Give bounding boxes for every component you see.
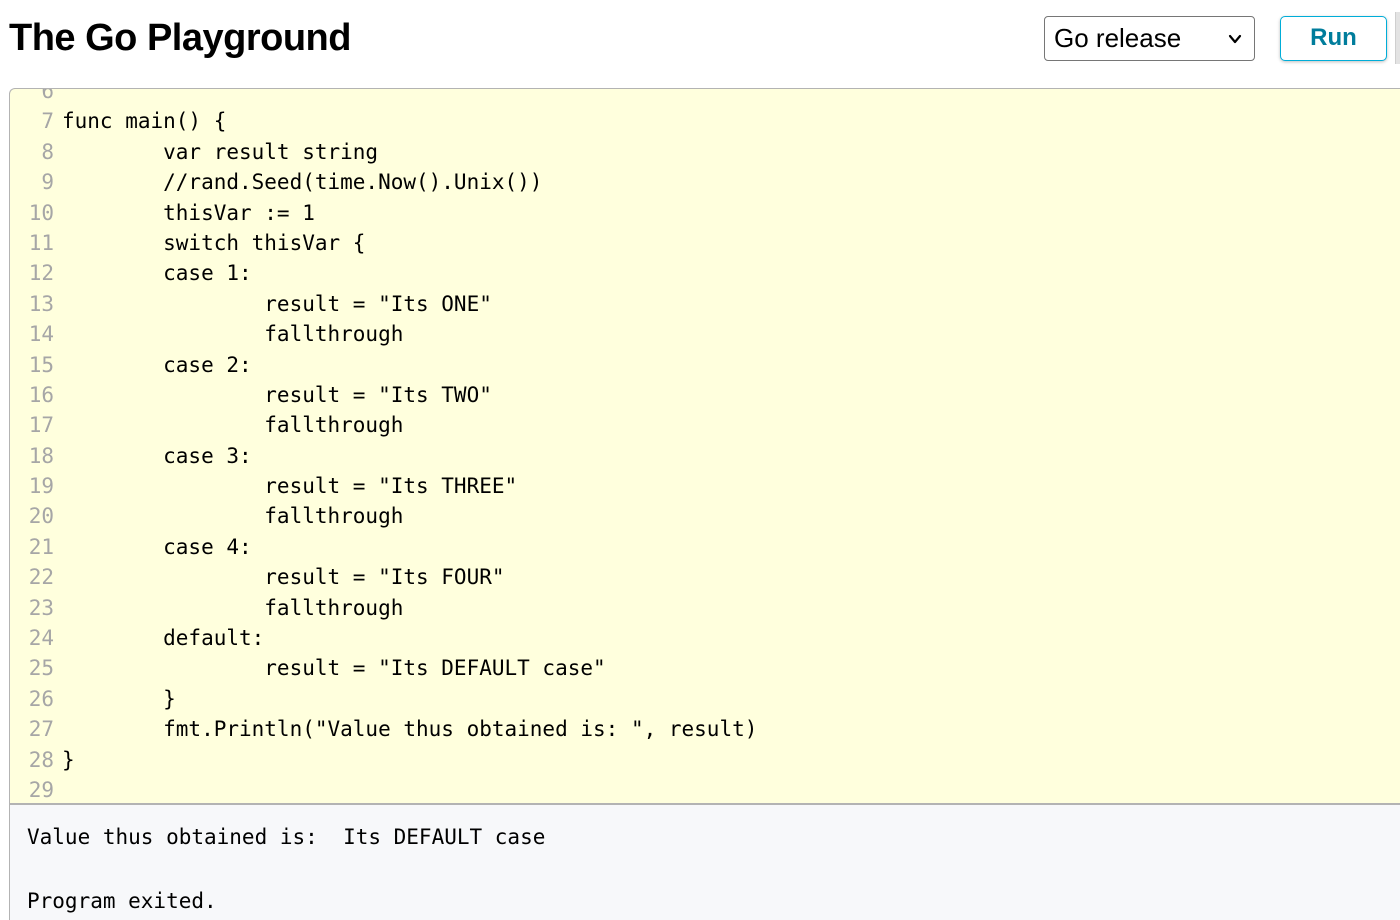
line-number: 7 bbox=[41, 109, 54, 134]
code-text: case 3: bbox=[62, 443, 252, 468]
code-text: fallthrough bbox=[62, 322, 404, 347]
line-number: 18 bbox=[28, 443, 54, 468]
code-line[interactable]: 13 result = "Its ONE" bbox=[10, 289, 757, 319]
code-line[interactable]: 26 } bbox=[10, 684, 757, 714]
code-text: fallthrough bbox=[62, 413, 404, 438]
line-number: 25 bbox=[28, 656, 54, 681]
code-line[interactable]: 14 fallthrough bbox=[10, 319, 757, 349]
code-text: result = "Its TWO" bbox=[62, 382, 492, 407]
run-button[interactable]: Run bbox=[1280, 16, 1387, 61]
code-line[interactable]: 8 var result string bbox=[10, 137, 757, 167]
code-line[interactable]: 11 switch thisVar { bbox=[10, 228, 757, 258]
code-line[interactable]: 19 result = "Its THREE" bbox=[10, 471, 757, 501]
line-number: 28 bbox=[28, 747, 54, 772]
output-panel: Value thus obtained is: Its DEFAULT case… bbox=[9, 804, 1400, 920]
output-result-line: Value thus obtained is: Its DEFAULT case bbox=[27, 825, 546, 849]
line-number: 10 bbox=[28, 200, 54, 225]
go-version-selected: Go release bbox=[1054, 23, 1182, 53]
line-number: 23 bbox=[28, 595, 54, 620]
line-number: 27 bbox=[28, 717, 54, 742]
code-line[interactable]: 20 fallthrough bbox=[10, 501, 757, 531]
header: The Go Playground Go release Run bbox=[0, 0, 1400, 88]
code-line[interactable]: 25 result = "Its DEFAULT case" bbox=[10, 653, 757, 683]
line-number: 20 bbox=[28, 504, 54, 529]
line-number: 24 bbox=[28, 626, 54, 651]
code-text: fallthrough bbox=[62, 504, 404, 529]
output-exit-line: Program exited. bbox=[27, 889, 217, 913]
code-text: case 4: bbox=[62, 534, 252, 559]
toolbar-edge bbox=[1395, 12, 1400, 64]
code-line[interactable]: 27 fmt.Println("Value thus obtained is: … bbox=[10, 714, 758, 744]
chevron-down-icon bbox=[1228, 34, 1242, 44]
code-line[interactable]: 10 thisVar := 1 bbox=[10, 198, 757, 228]
code-text: result = "Its FOUR" bbox=[62, 565, 505, 590]
line-number: 29 bbox=[28, 777, 54, 802]
code-text: result = "Its THREE" bbox=[62, 474, 518, 499]
page-title: The Go Playground bbox=[9, 17, 351, 59]
line-number: 21 bbox=[28, 534, 54, 559]
code-line[interactable]: 24 default: bbox=[10, 623, 757, 653]
go-version-select[interactable]: Go release bbox=[1044, 16, 1255, 61]
line-number: 13 bbox=[28, 291, 54, 316]
code-text: } bbox=[62, 747, 75, 772]
line-number: 17 bbox=[28, 413, 54, 438]
line-number: 19 bbox=[28, 474, 54, 499]
code-text: var result string bbox=[62, 139, 379, 164]
code-text: fmt.Println("Value thus obtained is: ", … bbox=[62, 717, 758, 742]
code-text: case 2: bbox=[62, 352, 252, 377]
code-line[interactable]: 16 result = "Its TWO" bbox=[10, 380, 757, 410]
code-text: result = "Its ONE" bbox=[62, 291, 492, 316]
line-number: 15 bbox=[28, 352, 54, 377]
code-line[interactable]: 23 fallthrough bbox=[10, 593, 757, 623]
code-line[interactable]: 17 fallthrough bbox=[10, 410, 757, 440]
line-number: 26 bbox=[28, 686, 54, 711]
code-text: switch thisVar { bbox=[62, 230, 366, 255]
line-number: 22 bbox=[28, 565, 54, 590]
line-number: 14 bbox=[28, 322, 54, 347]
code-text: fallthrough bbox=[62, 595, 404, 620]
code-line[interactable]: 9 //rand.Seed(time.Now().Unix()) bbox=[10, 167, 757, 197]
code-line[interactable]: 12 case 1: bbox=[10, 258, 757, 288]
code-line[interactable]: 6 bbox=[10, 88, 757, 106]
code-text: case 1: bbox=[62, 261, 252, 286]
code-line[interactable]: 29 bbox=[10, 775, 757, 803]
code-line[interactable]: 21 case 4: bbox=[10, 532, 757, 562]
line-number: 9 bbox=[41, 170, 54, 195]
code-text: thisVar := 1 bbox=[62, 200, 315, 225]
code-text: } bbox=[62, 686, 176, 711]
line-number: 6 bbox=[41, 88, 54, 103]
code-line[interactable]: 28} bbox=[10, 745, 757, 775]
code-line[interactable]: 22 result = "Its FOUR" bbox=[10, 562, 757, 592]
code-text: //rand.Seed(time.Now().Unix()) bbox=[62, 170, 543, 195]
code-text: result = "Its DEFAULT case" bbox=[62, 656, 606, 681]
code-line[interactable]: 7 func main() { bbox=[10, 106, 757, 136]
line-number: 11 bbox=[28, 230, 54, 255]
code-text: default: bbox=[62, 626, 265, 651]
code-line[interactable]: 18 case 3: bbox=[10, 441, 757, 471]
code-text: func main() { bbox=[62, 109, 227, 134]
line-number: 16 bbox=[28, 382, 54, 407]
line-number: 8 bbox=[41, 139, 54, 164]
code-line[interactable]: 15 case 2: bbox=[10, 350, 757, 380]
line-number: 12 bbox=[28, 261, 54, 286]
